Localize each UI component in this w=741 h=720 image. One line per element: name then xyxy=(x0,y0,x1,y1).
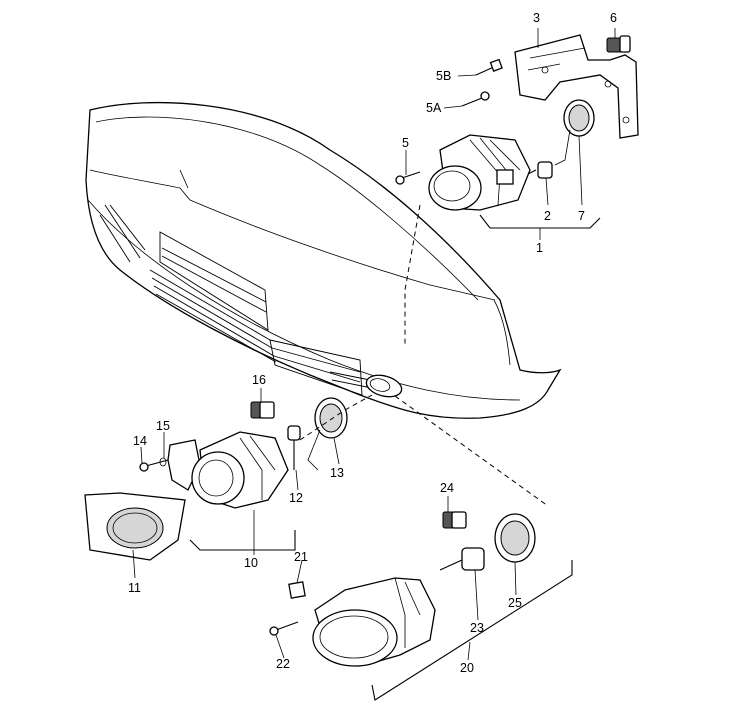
callout-10: 10 xyxy=(244,556,258,570)
callout-5b: 5B xyxy=(436,69,451,83)
callout-13: 13 xyxy=(330,466,344,480)
callout-15: 15 xyxy=(156,419,170,433)
callout-7: 7 xyxy=(578,209,585,223)
callout-5: 5 xyxy=(402,136,409,150)
callout-3: 3 xyxy=(533,11,540,25)
callout-21: 21 xyxy=(294,550,308,564)
callout-14: 14 xyxy=(133,434,147,448)
front-bumper xyxy=(85,101,562,419)
callout-16: 16 xyxy=(252,373,266,387)
callout-24: 24 xyxy=(440,481,454,495)
callout-25: 25 xyxy=(508,596,522,610)
callout-1: 1 xyxy=(536,241,543,255)
callout-5a: 5A xyxy=(426,101,442,115)
callout-12: 12 xyxy=(289,491,303,505)
callout-11: 11 xyxy=(128,581,141,595)
callout-22: 22 xyxy=(276,657,290,671)
fog-lamp-left xyxy=(84,394,373,561)
callout-6: 6 xyxy=(610,11,617,25)
leader-lines xyxy=(132,28,616,661)
callout-2: 2 xyxy=(544,209,551,223)
callout-labels: 3 6 5B 5A 5 2 7 1 16 15 14 13 12 24 10 2… xyxy=(128,11,617,675)
callout-20: 20 xyxy=(460,661,474,675)
fog-lamp-right xyxy=(269,395,573,701)
callout-23: 23 xyxy=(470,621,484,635)
upper-lamp-assembly xyxy=(395,34,639,345)
